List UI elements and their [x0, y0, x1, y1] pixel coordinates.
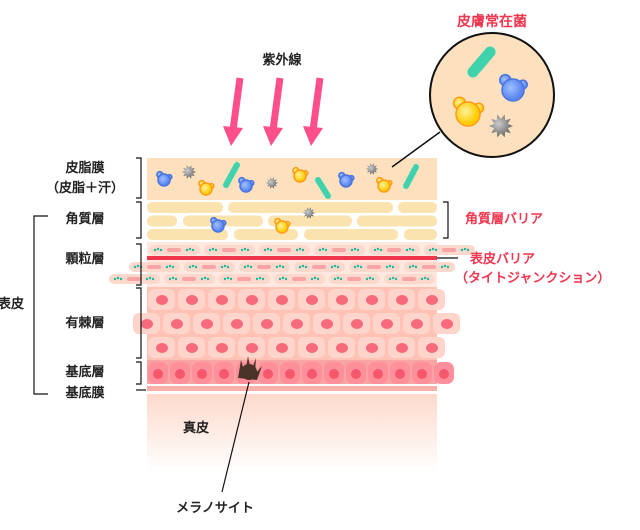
spiky-microbe — [303, 207, 315, 219]
spiky-microbe — [489, 114, 513, 138]
microbe-inset — [429, 32, 555, 158]
corneocyte — [404, 229, 437, 240]
uv-arrow — [223, 77, 244, 146]
inset-microbes — [452, 46, 529, 138]
coccus-microbe — [210, 216, 227, 233]
label-epidermis: 表皮 — [0, 296, 24, 312]
corneocyte — [357, 215, 437, 227]
coccus-microbe — [338, 171, 355, 188]
basement-membrane — [147, 386, 437, 391]
coccus-microbe — [376, 176, 393, 193]
dermis-layer — [147, 394, 437, 472]
basal-cells — [148, 362, 454, 384]
left-brackets — [33, 157, 146, 395]
spiky-microbe — [366, 163, 378, 175]
tight-junction-line — [147, 256, 437, 260]
uv-arrow — [303, 77, 324, 146]
rod-microbe — [403, 164, 419, 189]
rod-microbe — [223, 162, 240, 188]
label-sebum: 皮脂膜 — [64, 160, 104, 176]
corneocyte — [234, 229, 298, 240]
coccus-microbe — [198, 179, 215, 196]
label-basal: 基底層 — [64, 364, 104, 380]
corneocyte — [304, 229, 398, 240]
inset-title: 皮膚常在菌 — [456, 13, 527, 30]
granular-cells — [109, 245, 475, 284]
coccus-microbe — [274, 217, 291, 234]
uv-arrows — [223, 77, 324, 146]
coccus-microbe — [156, 170, 173, 187]
label-spinous: 有棘層 — [65, 315, 104, 331]
rod-microbe — [315, 177, 331, 199]
corneocyte — [398, 202, 437, 213]
corneocyte — [228, 202, 393, 213]
spinous-cells — [133, 289, 460, 358]
spiky-microbe — [182, 165, 196, 179]
dermis-label: 真皮 — [183, 420, 209, 436]
coccus-microbe — [499, 73, 529, 102]
corneocyte — [147, 229, 228, 240]
label-epidermis-barrier: 表皮バリア — [469, 251, 535, 267]
melanocyte-shape — [238, 356, 262, 380]
label-corneum: 角質層 — [65, 211, 104, 227]
label-corneum-barrier: 角質層バリア — [465, 211, 543, 227]
label-sebum-sub: （皮脂＋汗） — [46, 180, 124, 196]
sebum-layer — [147, 158, 437, 200]
coccus-microbe — [238, 176, 255, 193]
corneocyte — [147, 202, 223, 213]
microbes — [156, 162, 419, 234]
uv-label: 紫外線 — [262, 52, 302, 68]
coccus-microbe — [452, 96, 485, 127]
spiky-microbe — [266, 177, 278, 189]
rod-microbe — [467, 46, 496, 78]
uv-arrow — [263, 77, 284, 146]
melanocyte-label: メラノサイト — [176, 501, 254, 516]
label-membrane: 基底膜 — [64, 385, 104, 401]
coccus-microbe — [292, 166, 309, 183]
corneocyte — [147, 215, 177, 227]
label-tight-junction: （タイトジャンクション） — [455, 270, 610, 286]
label-granular: 顆粒層 — [65, 251, 104, 267]
